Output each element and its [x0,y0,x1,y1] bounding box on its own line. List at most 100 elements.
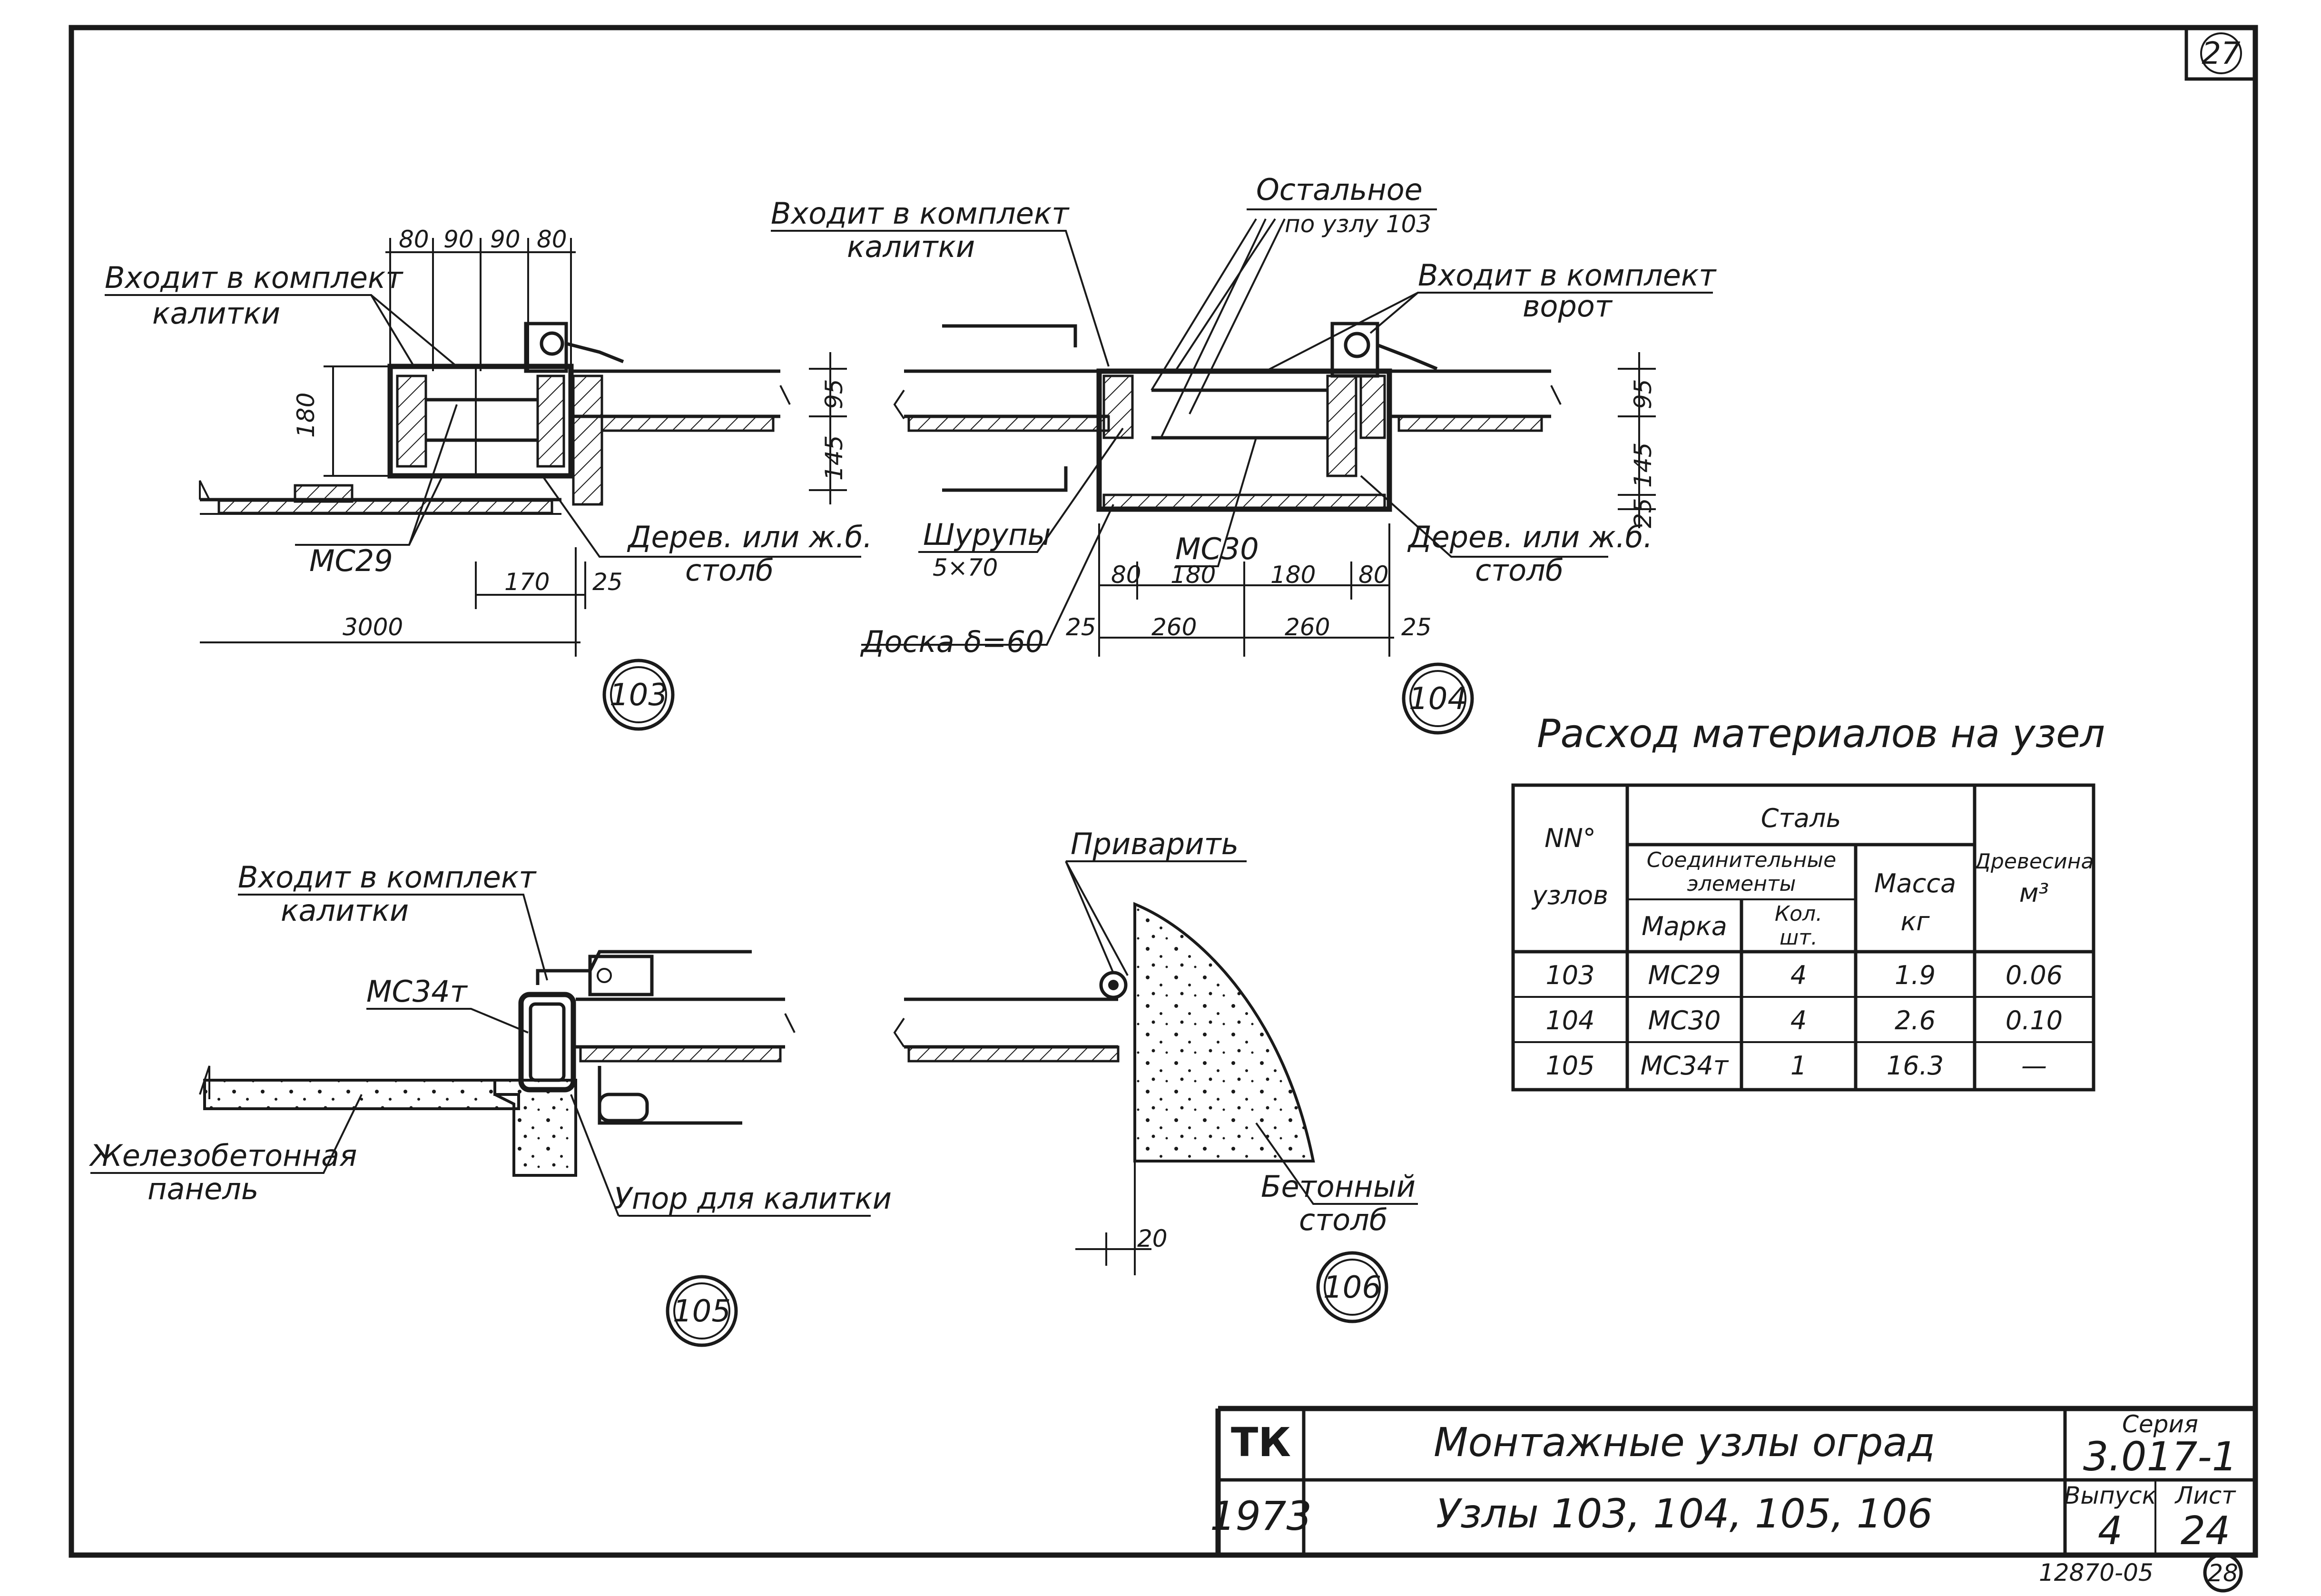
materials-table [1511,783,2095,1092]
node-103-label-kit: Входит в комплект [105,260,403,295]
row-103-node: 103 [1545,960,1594,990]
materials-header-mass-1: Масса [1874,868,1956,898]
node-106-drawing [893,860,1418,1275]
materials-header-steel: Сталь [1761,803,1841,833]
node-104-label-rest-2: по узлу 103 [1285,210,1431,238]
title-block-sheet-label: Лист [2174,1482,2237,1509]
materials-header-nodes-2: узлов [1531,880,1608,910]
node-103-dim-145: 145 [820,435,848,481]
title-block-sheet: 24 [2181,1508,2230,1554]
node-104-label-board: Доска δ=60 [860,624,1044,659]
node-104-label-kit-gates-2: ворот [1523,289,1613,324]
row-104-wood: 0.10 [2006,1005,2063,1035]
node-103-dim-25: 25 [592,568,623,596]
node-104-dim-25a: 25 [1066,613,1096,641]
node-103-label-post-2: столб [685,553,774,588]
node-104-dim-260a: 260 [1151,613,1197,641]
node-103-dim-90a: 90 [443,226,474,253]
title-block-year: 1973 [1210,1493,1312,1539]
node-104-label-kit-2: калитки [847,229,975,264]
node-104-label-kit: Входит в комплект [771,196,1070,231]
row-105-wood: — [2021,1051,2047,1081]
row-105-node: 105 [1545,1051,1594,1081]
node-104-dim-80a: 80 [1111,561,1141,589]
node-104-badge: 104 [1402,662,1474,735]
node-105-label-stop: Упор для калитки [614,1181,892,1216]
node-104-label-screws: Шурупы [923,517,1051,552]
node-105-label-kit: Входит в комплект [238,860,537,895]
node-106-label-post-2: столб [1299,1202,1387,1237]
node-103-dim-180: 180 [292,393,320,438]
node-103-dim-170: 170 [504,568,550,596]
node-103-dim-80b: 80 [537,226,567,253]
materials-header-wood-2: м³ [2019,878,2049,908]
node-104-label-mark: МС30 [1175,532,1259,566]
node-105-label-kit-2: калитки [281,893,409,928]
node-104-label-post-2: столб [1475,553,1564,588]
node-104-dim-260b: 260 [1285,613,1330,641]
row-105-mark: МС34т [1641,1051,1729,1081]
node-105-badge: 105 [666,1275,738,1347]
materials-header-qty-1: Кол. [1775,902,1822,926]
node-103-badge: 103 [602,659,675,731]
node-105-drawing [90,894,871,1217]
node-104-dim-95: 95 [1629,379,1657,409]
node-103-drawing [105,238,861,657]
materials-header-connectors-1: Соединительные [1647,848,1836,872]
node-103-label-mark: МС29 [309,543,393,578]
node-106-number: 106 [1323,1270,1381,1305]
page-number-top-text: 27 [2202,36,2241,71]
materials-title: Расход материалов на узел [1537,711,2105,757]
title-block-issue-label: Выпуск [2064,1482,2156,1509]
row-104-node: 104 [1545,1005,1594,1035]
materials-header-wood-1: Древесина [1974,849,2094,874]
node-105-number: 105 [673,1294,731,1329]
title-block-series-label: Серия [2122,1410,2198,1438]
title-block-series: 3.017-1 [2083,1433,2237,1480]
sheet-frame [69,25,2258,1558]
node-104-label-kit-gates: Входит в комплект [1418,258,1717,293]
node-104-label-rest: Остальное [1256,172,1423,207]
page-number-bottom: 28 [2203,1553,2243,1593]
row-103-mark: МС29 [1648,960,1721,990]
title-block-issue: 4 [2098,1508,2123,1554]
node-103-label-post: Дерев. или ж.б. [627,520,872,554]
materials-header-mass-2: кг [1901,906,1930,936]
node-103-number: 103 [610,678,668,713]
node-103-dim-80a: 80 [399,226,429,253]
row-103-qty: 4 [1790,960,1807,990]
materials-header-nodes-1: NN° [1544,823,1596,853]
node-104-dim-180b: 180 [1270,561,1316,589]
materials-header-connectors-2: элементы [1687,872,1796,896]
row-105-mass: 16.3 [1887,1051,1944,1081]
row-105-qty: 1 [1790,1051,1807,1081]
node-105-label-panel: Железобетонная [89,1138,357,1173]
drawing-code: 12870-05 [2039,1559,2154,1586]
node-105-label-panel-2: панель [148,1172,258,1206]
node-103-dim-3000: 3000 [343,613,403,641]
row-104-qty: 4 [1790,1005,1807,1035]
title-block-org: ТК [1231,1419,1291,1466]
node-106-badge: 106 [1316,1251,1388,1323]
node-104-dim-25: 25 [1629,498,1657,528]
node-104-number: 104 [1409,681,1467,717]
node-105-label-mark: МС34т [366,974,468,1009]
node-106-label-post: Бетонный [1261,1169,1416,1204]
row-104-mark: МС30 [1648,1005,1721,1035]
row-104-mass: 2.6 [1895,1005,1936,1035]
materials-header-qty-2: шт. [1780,926,1818,950]
page-number-bottom-text: 28 [2208,1559,2238,1587]
node-106-label-weld: Приварить [1071,827,1239,861]
node-106-dim-20: 20 [1137,1225,1168,1252]
row-103-mass: 1.9 [1895,960,1936,990]
table-row: 105 МС34т 1 16.3 — [1545,1051,2047,1081]
node-103-dim-90b: 90 [490,226,521,253]
table-row: 103 МС29 4 1.9 0.06 [1545,960,2063,990]
table-row: 104 МС30 4 2.6 0.10 [1545,1005,2063,1035]
node-103-dim-95: 95 [820,379,848,409]
node-104-label-post: Дерев. или ж.б. [1407,520,1652,554]
title-block-title: Монтажные узлы оград [1434,1419,1935,1466]
title-block [1215,1406,2255,1555]
row-103-wood: 0.06 [2006,960,2063,990]
